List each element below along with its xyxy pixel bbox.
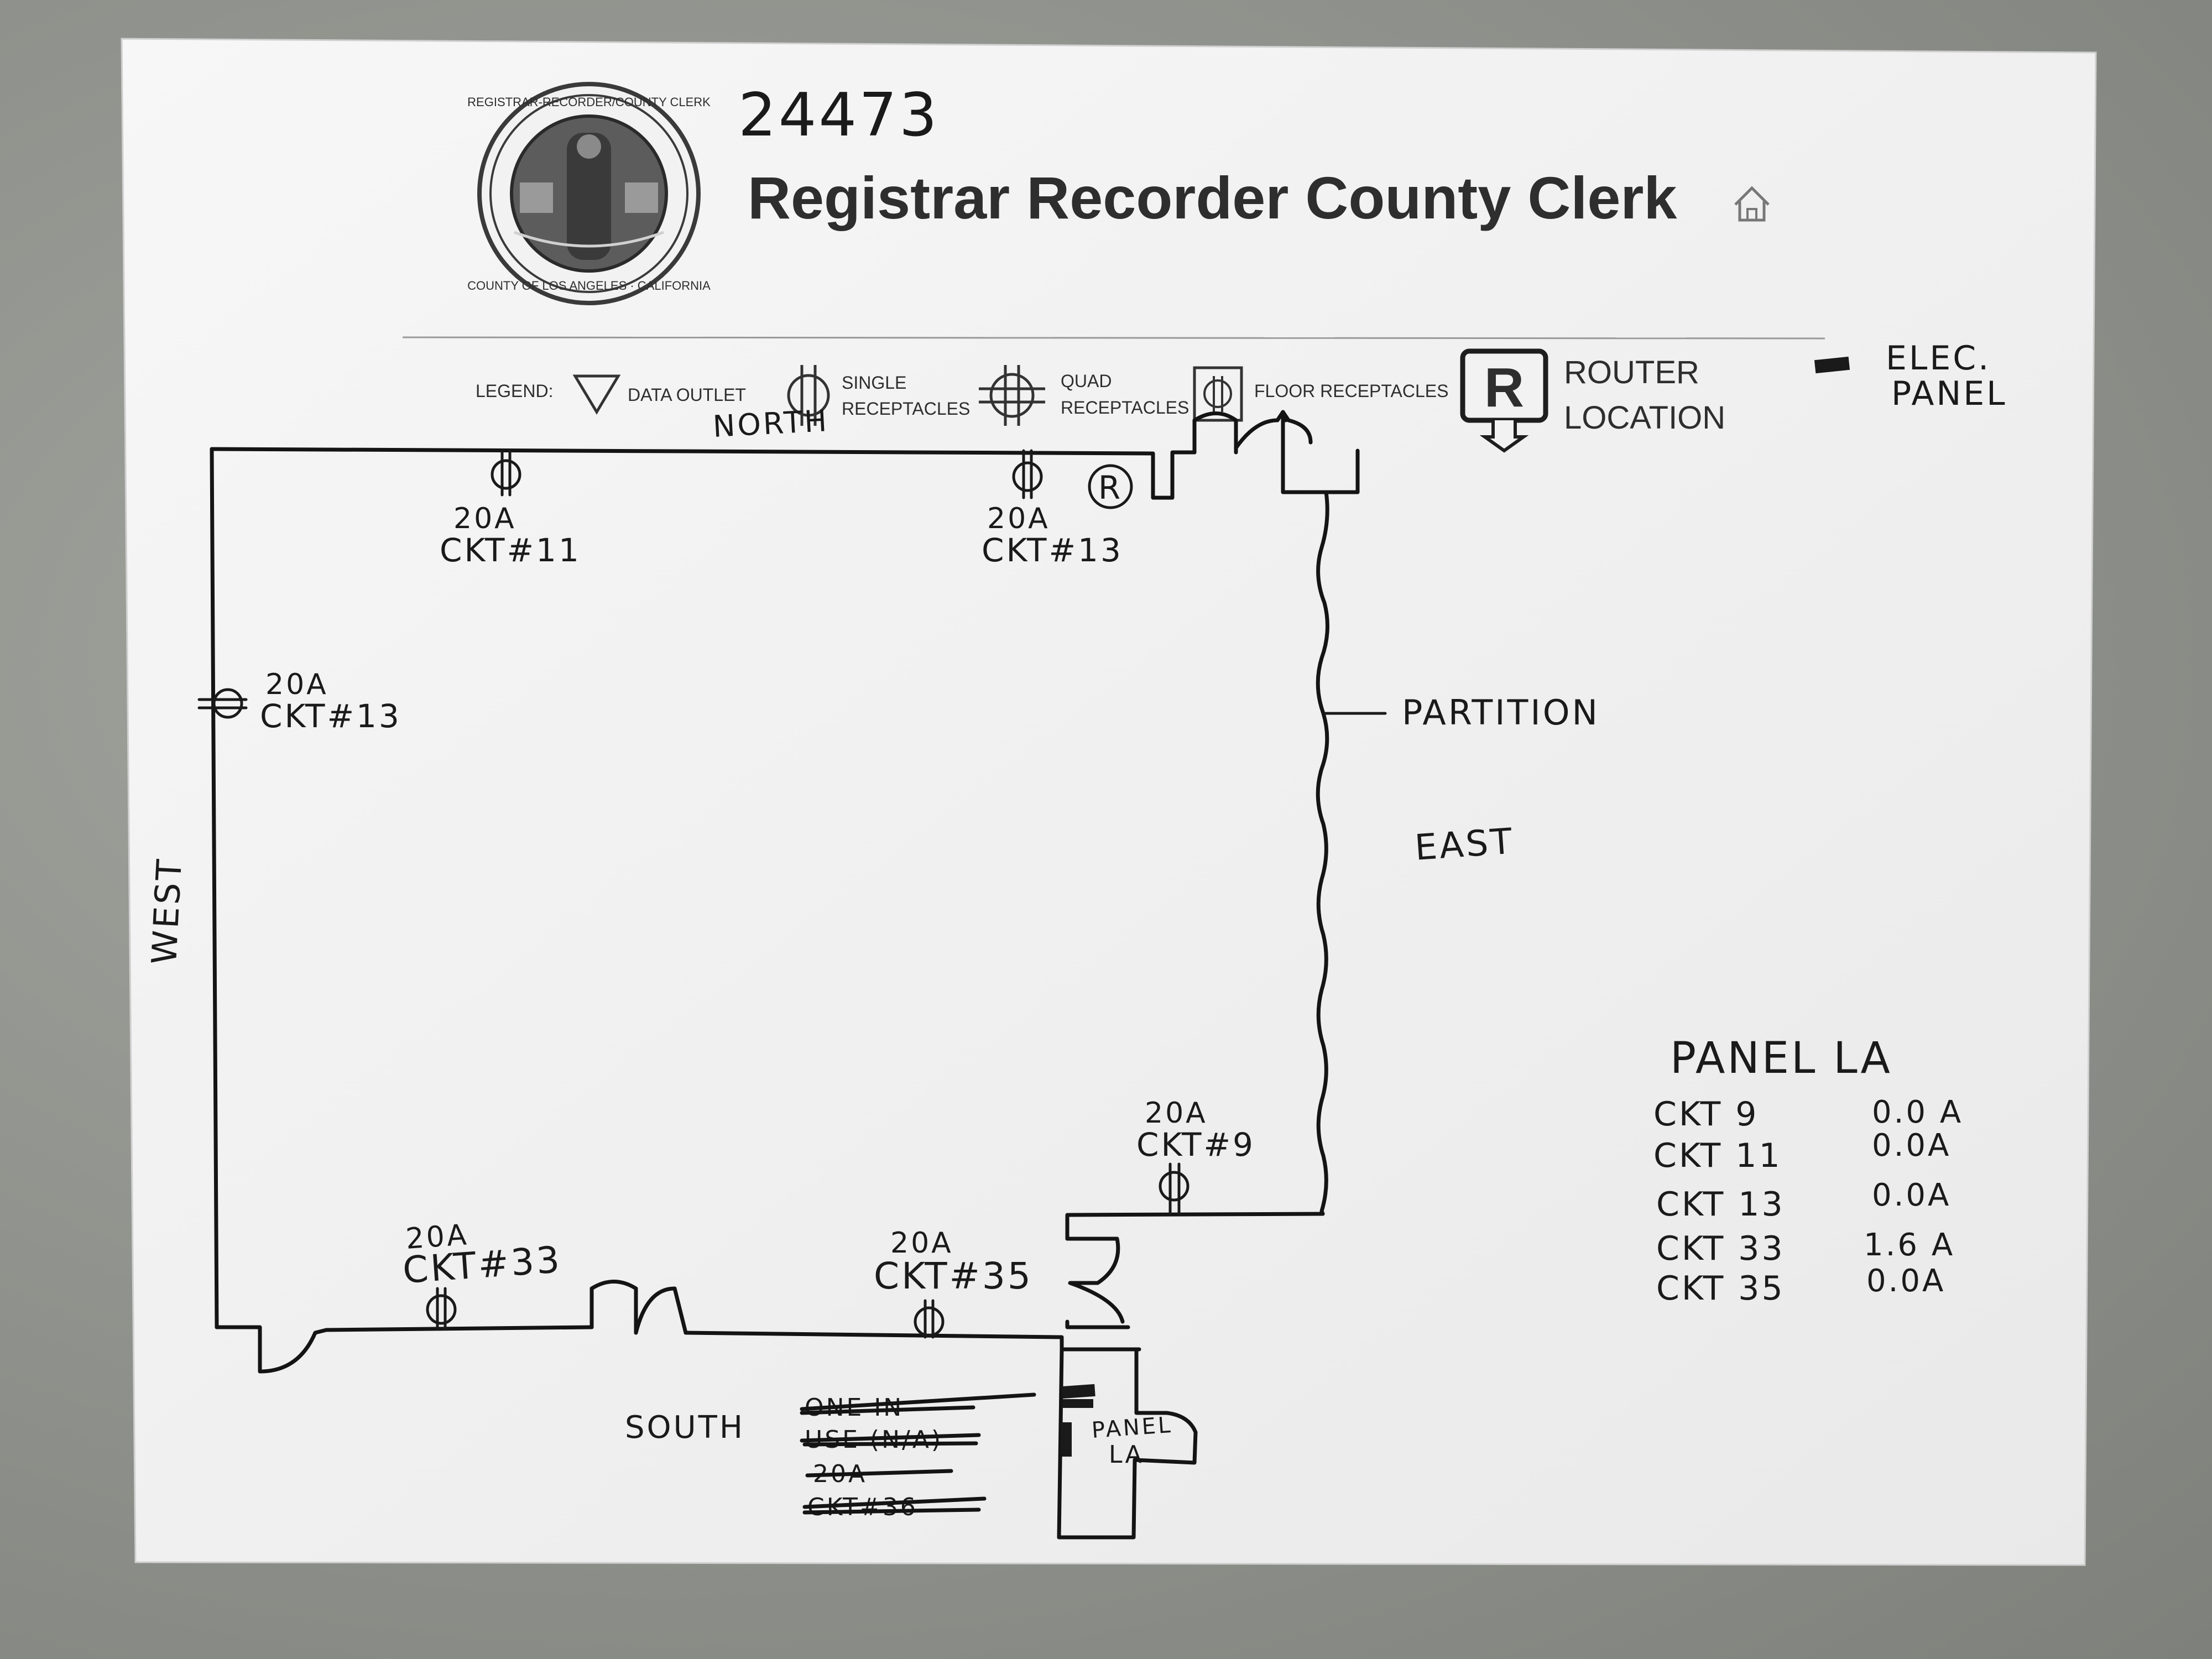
legend-data-outlet: DATA OUTLET: [628, 385, 746, 405]
legend-label: LEGEND:: [476, 381, 553, 401]
receptacle-amps: 20A: [405, 1218, 470, 1256]
legend-router-line1: ROUTER: [1564, 354, 1699, 390]
panel-row-circuit: CKT 9: [1653, 1095, 1759, 1134]
floor-receptacle-icon: [1193, 366, 1243, 422]
receptacle-amps: 20A: [987, 502, 1050, 535]
receptacle-amps: 20A: [453, 502, 517, 535]
panel-row-circuit: CKT 11: [1653, 1136, 1782, 1175]
router-legend-symbol: R: [1484, 357, 1524, 419]
legend-floor: FLOOR RECEPTACLES: [1254, 381, 1448, 401]
receptacle-ckt33-symbol: [426, 1287, 457, 1330]
paper-sheet: [121, 38, 2097, 1566]
panel-row-load: 0.0A: [1866, 1263, 1945, 1299]
receptacle-amps: 20A: [265, 668, 328, 701]
receptacle-amps: 20A: [890, 1227, 953, 1260]
legend-quad-line1: QUAD: [1061, 371, 1112, 391]
seal-ring-bottom: COUNTY OF LOS ANGELES · CALIFORNIA: [467, 279, 711, 293]
panel-row-load: 1.6 A: [1864, 1227, 1955, 1263]
partition-label: PARTITION: [1402, 692, 1600, 733]
legend-single-line2: RECEPTACLES: [842, 399, 970, 419]
struck-note: ONE IN USE (N/A) 20A CKT#36: [800, 1392, 1036, 1521]
receptacle-circuit: CKT#9: [1136, 1126, 1255, 1164]
county-seal-icon: REGISTRAR-RECORDER/COUNTY CLERK COUNTY O…: [467, 82, 711, 305]
room-walls: [210, 410, 1387, 1540]
receptacle-circuit: CKT#11: [440, 531, 581, 569]
quad-receptacle-icon: [979, 365, 1045, 426]
wall-label-north: NORTH: [712, 403, 830, 444]
legend-quad-line2: RECEPTACLES: [1061, 398, 1189, 418]
seal-ring-top: REGISTRAR-RECORDER/COUNTY CLERK: [467, 95, 711, 109]
panel-row-load: 0.0A: [1872, 1177, 1951, 1213]
electric-panel-icon: [1814, 356, 1850, 374]
panel-la-label-line2: LA: [1109, 1441, 1144, 1469]
receptacle-ckt13-north-symbol: [1012, 449, 1043, 499]
legend-router-line2: LOCATION: [1564, 400, 1725, 436]
router-marker: R: [1088, 464, 1133, 509]
legend-elec-line1: ELEC.: [1886, 339, 1991, 378]
receptacle-ckt35-symbol: [914, 1299, 945, 1339]
router-marker-letter: R: [1098, 469, 1123, 507]
receptacle-circuit: CKT#13: [260, 697, 401, 735]
wall-label-south: SOUTH: [625, 1410, 745, 1446]
legend-elec-line2: PANEL: [1891, 374, 2007, 413]
panel-row-load: 0.0A: [1872, 1128, 1951, 1164]
panel-la-table: PANEL LA CKT 9 0.0 A CKT 11 0.0A CKT 13 …: [1653, 1034, 1963, 1308]
page-title: Registrar Recorder County Clerk: [748, 164, 1677, 231]
home-icon: [1734, 186, 1770, 222]
job-number: 24473: [738, 81, 940, 150]
receptacle-ckt11-symbol: [491, 449, 521, 497]
legend-single-line1: SINGLE: [842, 373, 906, 393]
receptacle-ckt13-west-symbol: [197, 688, 248, 719]
electric-panel-la-icon: [1061, 1384, 1095, 1457]
receptacle-circuit: CKT#35: [874, 1255, 1033, 1297]
receptacle-circuit: CKT#13: [982, 531, 1123, 569]
data-outlet-icon: [572, 374, 621, 415]
wall-label-west: WEST: [144, 857, 190, 966]
panel-la-label-line1: PANEL: [1091, 1412, 1173, 1443]
panel-row-load: 0.0 A: [1872, 1094, 1963, 1130]
receptacle-ckt9-symbol: [1159, 1162, 1190, 1215]
wall-label-east: EAST: [1413, 821, 1516, 869]
panel-table-title: PANEL LA: [1670, 1034, 1892, 1083]
panel-row-circuit: CKT 33: [1656, 1229, 1785, 1268]
receptacle-amps: 20A: [1145, 1097, 1208, 1130]
panel-row-circuit: CKT 13: [1656, 1185, 1785, 1224]
panel-row-circuit: CKT 35: [1656, 1269, 1785, 1308]
header-divider: [402, 336, 1825, 340]
single-receptacle-icon: [787, 365, 830, 426]
router-location-icon: R: [1460, 348, 1548, 453]
